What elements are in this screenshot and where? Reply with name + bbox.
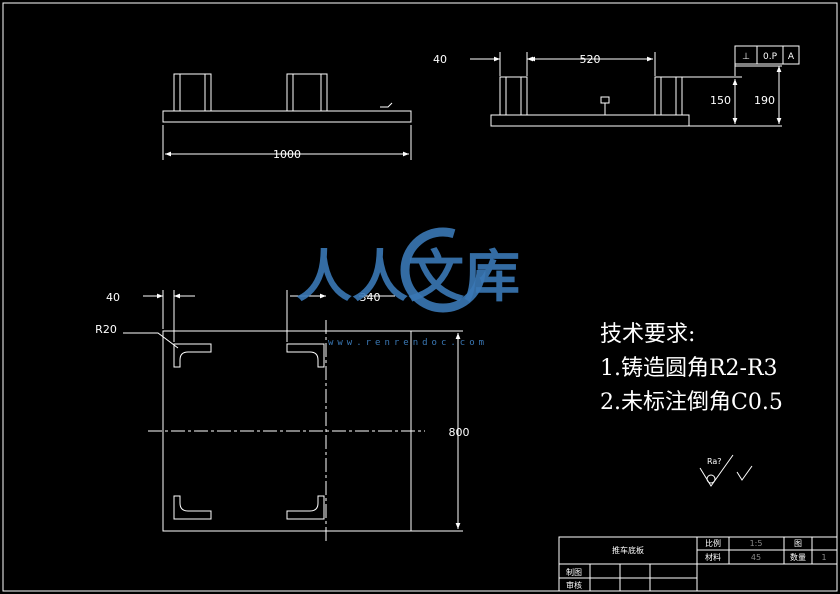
title-drawn-by-label: 制图 (566, 567, 582, 577)
title-checked-by-label: 审核 (566, 580, 582, 590)
side-span-dim: 520 (580, 53, 601, 66)
title-block (558, 536, 838, 592)
side-height-dim-190: 190 (754, 94, 775, 107)
gtol-tolerance: 0.P (763, 52, 778, 62)
side-height-dim-150: 150 (710, 94, 731, 107)
tech-req-title: 技术要求: (600, 322, 695, 347)
title-quantity-label: 数量 (790, 552, 806, 562)
title-material-label: 材料 (705, 552, 721, 562)
watermark-url: www.renrendoc.com (328, 338, 488, 348)
roughness-symbol-icon (699, 454, 753, 487)
tech-req-item-1: 1.铸造圆角R2-R3 (600, 356, 778, 381)
title-scale-value: 1:5 (750, 539, 763, 548)
title-drawing-label: 图 (794, 539, 802, 548)
title-material-value: 45 (751, 553, 761, 562)
plan-radius-label: R20 (95, 323, 117, 336)
watermark: 人人文库 www.renrendoc.com (296, 227, 520, 348)
front-width-dim: 1000 (273, 148, 301, 161)
title-quantity-value: 1 (821, 553, 826, 562)
watermark-logo-icon (400, 227, 486, 313)
gtol-datum: A (788, 52, 795, 62)
title-part-name: 推车底板 (612, 545, 644, 555)
tech-req-item-2: 2.未标注倒角C0.5 (600, 390, 783, 415)
watermark-text: 人人文库 (296, 245, 520, 310)
side-view (470, 45, 800, 127)
title-scale-label: 比例 (705, 538, 721, 548)
plan-view (123, 290, 463, 541)
side-offset-dim: 40 (433, 53, 447, 66)
plan-offset-dim: 40 (106, 291, 120, 304)
roughness-value: Ra? (707, 457, 722, 466)
plan-spacing-dim: 340 (360, 291, 381, 304)
plan-height-dim: 800 (449, 426, 470, 439)
front-view (162, 73, 412, 160)
gtol-symbol: ⊥ (742, 52, 750, 62)
